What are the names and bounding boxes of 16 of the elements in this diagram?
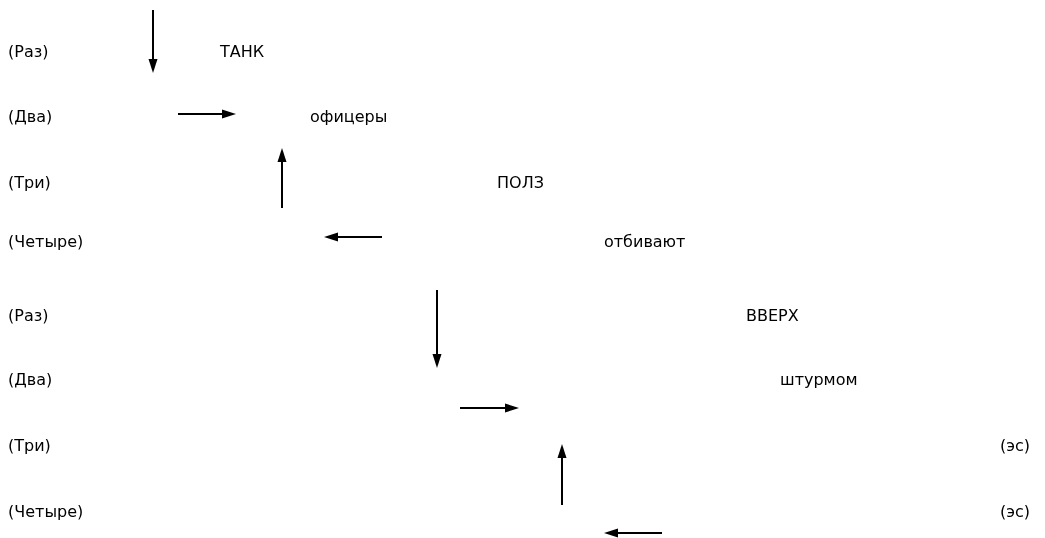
lyric-word: ВВЕРХ <box>746 306 799 326</box>
lyric-word: ТАНК <box>220 42 265 62</box>
lyric-word: отбивают <box>604 232 686 252</box>
count-label: (Четыре) <box>8 502 84 522</box>
lyric-word: ПОЛЗ <box>497 173 544 193</box>
count-label: (Два) <box>8 370 53 390</box>
count-label: (Четыре) <box>8 232 84 252</box>
count-label: (Три) <box>8 173 51 193</box>
lyric-word: (эс) <box>1000 436 1031 456</box>
lyric-word: штурмом <box>780 370 858 390</box>
lyric-word: (эс) <box>1000 502 1031 522</box>
count-label: (Раз) <box>8 306 49 326</box>
count-label: (Раз) <box>8 42 49 62</box>
count-label: (Три) <box>8 436 51 456</box>
count-label: (Два) <box>8 107 53 127</box>
lyric-word: офицеры <box>310 107 388 127</box>
